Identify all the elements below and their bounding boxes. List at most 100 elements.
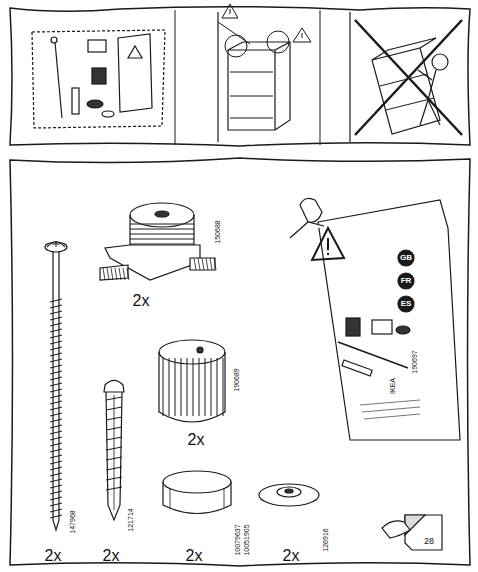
stroke <box>50 341 62 344</box>
part-number: 121714 <box>127 508 134 531</box>
bag-outline <box>32 30 165 128</box>
language-badge <box>398 296 414 312</box>
person-head <box>300 198 322 222</box>
mini-disc <box>396 326 410 334</box>
stroke <box>50 329 62 332</box>
part-number: 190697 <box>411 350 418 373</box>
booklet-text-line <box>362 407 420 412</box>
person-hand <box>290 222 324 238</box>
booklet-icon <box>118 34 152 112</box>
stroke <box>130 224 194 225</box>
bracket-ridges <box>130 224 194 244</box>
stroke <box>50 515 62 518</box>
stroke <box>130 229 194 230</box>
stroke <box>202 258 204 270</box>
stroke <box>50 359 62 362</box>
language-code: GB <box>400 254 412 262</box>
stroke <box>181 358 182 416</box>
callout-circle <box>267 31 289 53</box>
page-icon <box>405 515 442 550</box>
booklet-text-line <box>364 414 420 419</box>
stroke <box>223 358 224 416</box>
stroke <box>50 509 62 512</box>
disc-body <box>163 482 231 514</box>
bolt-right <box>190 258 215 270</box>
stroke <box>50 413 62 416</box>
plug-icon <box>72 88 79 114</box>
stroke <box>50 317 62 320</box>
mini-screw <box>338 342 408 368</box>
screw-thread <box>50 299 62 518</box>
mini-bracket <box>372 320 392 334</box>
stroke <box>217 358 218 416</box>
page-number: 28 <box>424 537 434 546</box>
plug-slot <box>114 395 115 510</box>
screw-drive <box>52 241 60 247</box>
cap-knurling <box>163 358 223 416</box>
stroke <box>198 258 200 270</box>
stroke <box>214 258 216 270</box>
cross <box>355 20 462 135</box>
quantity-label: 2x <box>45 548 62 564</box>
plug-body <box>106 392 122 520</box>
stroke <box>103 268 105 280</box>
stroke <box>50 425 62 428</box>
stroke <box>194 258 196 270</box>
stroke <box>50 335 62 338</box>
part-number: IKEA <box>389 378 396 394</box>
bracket-icon <box>88 40 106 52</box>
stroke <box>50 467 62 470</box>
screw-head <box>51 37 57 43</box>
stroke <box>50 485 62 488</box>
part-number: 190689 <box>233 368 240 391</box>
screw-head-top <box>47 242 65 247</box>
bracket-hole <box>155 211 169 217</box>
quantity-label: 2x <box>186 548 203 564</box>
stroke <box>50 311 62 314</box>
stroke <box>119 268 121 280</box>
stroke <box>50 401 62 404</box>
stroke <box>193 358 194 416</box>
bolt-thread <box>103 258 216 280</box>
stroke <box>50 497 62 500</box>
stroke <box>50 419 62 422</box>
part-number: 10051905 <box>243 524 250 555</box>
part-number: 126916 <box>322 528 329 551</box>
child-head <box>432 54 448 70</box>
stroke <box>175 358 176 416</box>
warning-triangle <box>222 4 238 18</box>
stroke <box>211 358 212 416</box>
stroke <box>50 407 62 410</box>
stroke <box>50 455 62 458</box>
stroke <box>130 244 194 245</box>
drawers <box>230 72 273 118</box>
disc-top <box>163 471 231 493</box>
screw-icon <box>55 42 62 118</box>
quantity-label: 2x <box>283 548 300 564</box>
stroke <box>210 258 212 270</box>
booklet <box>318 200 460 440</box>
divider <box>320 10 321 145</box>
stroke <box>50 323 62 326</box>
stroke <box>50 299 62 302</box>
stroke <box>50 443 62 446</box>
dresser <box>228 42 290 130</box>
screw-head <box>45 242 67 252</box>
stroke <box>50 473 62 476</box>
stroke <box>50 365 62 368</box>
stroke <box>50 503 62 506</box>
disc-icon <box>87 100 103 108</box>
stroke <box>50 479 62 482</box>
language-code: FR <box>401 277 412 285</box>
washer-icon <box>102 111 114 117</box>
stroke <box>50 353 62 356</box>
divider <box>175 10 176 145</box>
stroke <box>130 234 194 235</box>
mini-plug <box>342 360 372 376</box>
stroke <box>50 449 62 452</box>
stroke <box>50 437 62 440</box>
child-body <box>418 70 440 125</box>
warning-triangle <box>312 228 344 260</box>
plug-collar <box>104 381 124 393</box>
